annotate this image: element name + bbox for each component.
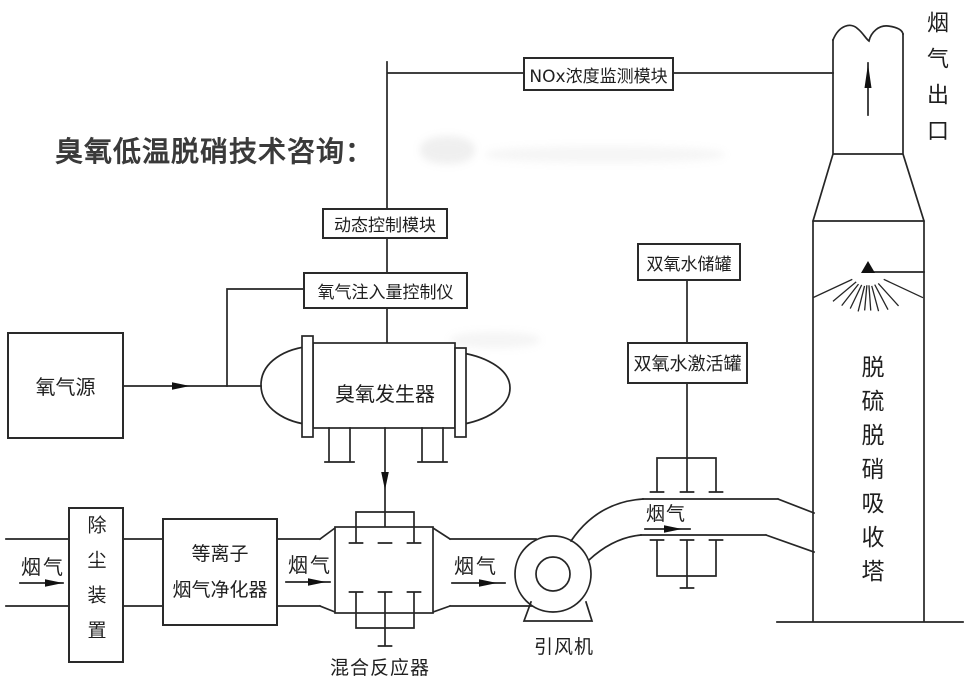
mixer-reactor: [334, 526, 434, 614]
signal-line: [226, 61, 834, 387]
dynamic-control-module-label: 动态控制模块: [334, 216, 436, 236]
flue-gas-label-after-purifier: 烟气: [288, 553, 332, 577]
h2o2-activation-tank-box: 双氧水激活罐: [627, 342, 748, 384]
stack-outlet-label: 烟气出口: [923, 11, 948, 155]
nox-monitor-module-box: NOx浓度监测模块: [523, 57, 674, 91]
mixer-label: 混合反应器: [330, 657, 431, 679]
flow-arrows: [19, 525, 691, 587]
mixer-injection-manifold-top: [348, 511, 422, 544]
h2o2-storage-tank-box: 双氧水储罐: [637, 243, 741, 281]
absorption-tower-label: 脱硫脱硝吸收塔: [857, 355, 883, 593]
manifold-lines: [348, 511, 422, 544]
fan-casing: [514, 535, 592, 613]
h2o2-activation-tank-label: 双氧水激活罐: [633, 354, 742, 375]
flow-arrowhead: [381, 472, 389, 490]
flue-duct: [5, 497, 816, 614]
spray-rays: [812, 278, 924, 312]
ozone-generator: [260, 335, 511, 463]
duct-injection-manifold-bottom: [649, 539, 724, 589]
dust-collector-label: 除尘装置: [84, 515, 107, 655]
plasma-purifier-label-line2: 烟气净化器: [172, 579, 268, 601]
up-arrowhead: [864, 64, 872, 88]
manifold-lines: [348, 591, 422, 647]
duct-injection-manifold-top: [649, 457, 724, 493]
flue-gas-label-before-fan: 烟气: [454, 554, 498, 578]
plasma-purifier-label-line1: 等离子: [191, 543, 249, 565]
flow-arrowhead: [479, 579, 497, 587]
fan-outlet-curves: [569, 498, 644, 562]
duct-walls: [5, 497, 816, 614]
fan-hub: [535, 556, 571, 592]
flue-gas-label-inlet: 烟气: [21, 555, 65, 579]
watermark-smudge: [450, 332, 540, 348]
nox-monitor-module-label: NOx浓度监测模块: [529, 66, 668, 87]
oxygen-injection-controller-box: 氧气注入量控制仪: [303, 272, 468, 309]
vessel-dome: [260, 345, 511, 426]
oxygen-line: [122, 382, 262, 390]
flow-arrowhead: [45, 579, 63, 587]
oxygen-source-box: 氧气源: [7, 332, 124, 439]
manifold-lines: [649, 457, 724, 493]
mixer-injection-manifold-bottom: [348, 591, 422, 647]
induced-draft-fan-label: 引风机: [534, 636, 595, 658]
dust-collector-box: 除尘装置: [68, 507, 124, 663]
dynamic-control-module-box: 动态控制模块: [322, 208, 448, 239]
manifold-lines: [649, 539, 724, 589]
control-lines: [226, 61, 834, 387]
flow-arrowhead: [664, 525, 682, 533]
watermark-smudge: [485, 146, 725, 163]
plasma-purifier-box: 等离子 烟气净化器: [162, 518, 278, 626]
vessel-flange: [454, 347, 467, 438]
ozone-feed-line: [381, 427, 389, 544]
spray-nozzle: [861, 261, 875, 273]
fan-base: [522, 600, 594, 622]
mixer-body: [334, 526, 434, 614]
ozone-generator-label: 臭氧发生器: [335, 382, 435, 406]
flow-arrowhead: [308, 578, 326, 586]
induced-draft-fan: [514, 498, 644, 622]
oxygen-injection-controller-label: 氧气注入量控制仪: [317, 283, 454, 303]
h2o2-storage-tank-label: 双氧水储罐: [646, 254, 732, 275]
oxygen-source-label: 氧气源: [35, 375, 96, 399]
flow-arrowhead: [172, 382, 190, 390]
diagram-title: 臭氧低温脱硝技术咨询：: [55, 135, 375, 168]
tower-walls: [776, 33, 964, 623]
spray-nozzle-assembly: [812, 261, 925, 312]
vessel-flange: [301, 335, 314, 438]
watermark-smudge: [420, 136, 475, 164]
vessel-legs: [324, 427, 448, 463]
flue-gas-label-duct: 烟气: [646, 503, 687, 525]
chimney-torn-top: [831, 24, 905, 43]
absorption-tower-outline: [776, 24, 964, 623]
